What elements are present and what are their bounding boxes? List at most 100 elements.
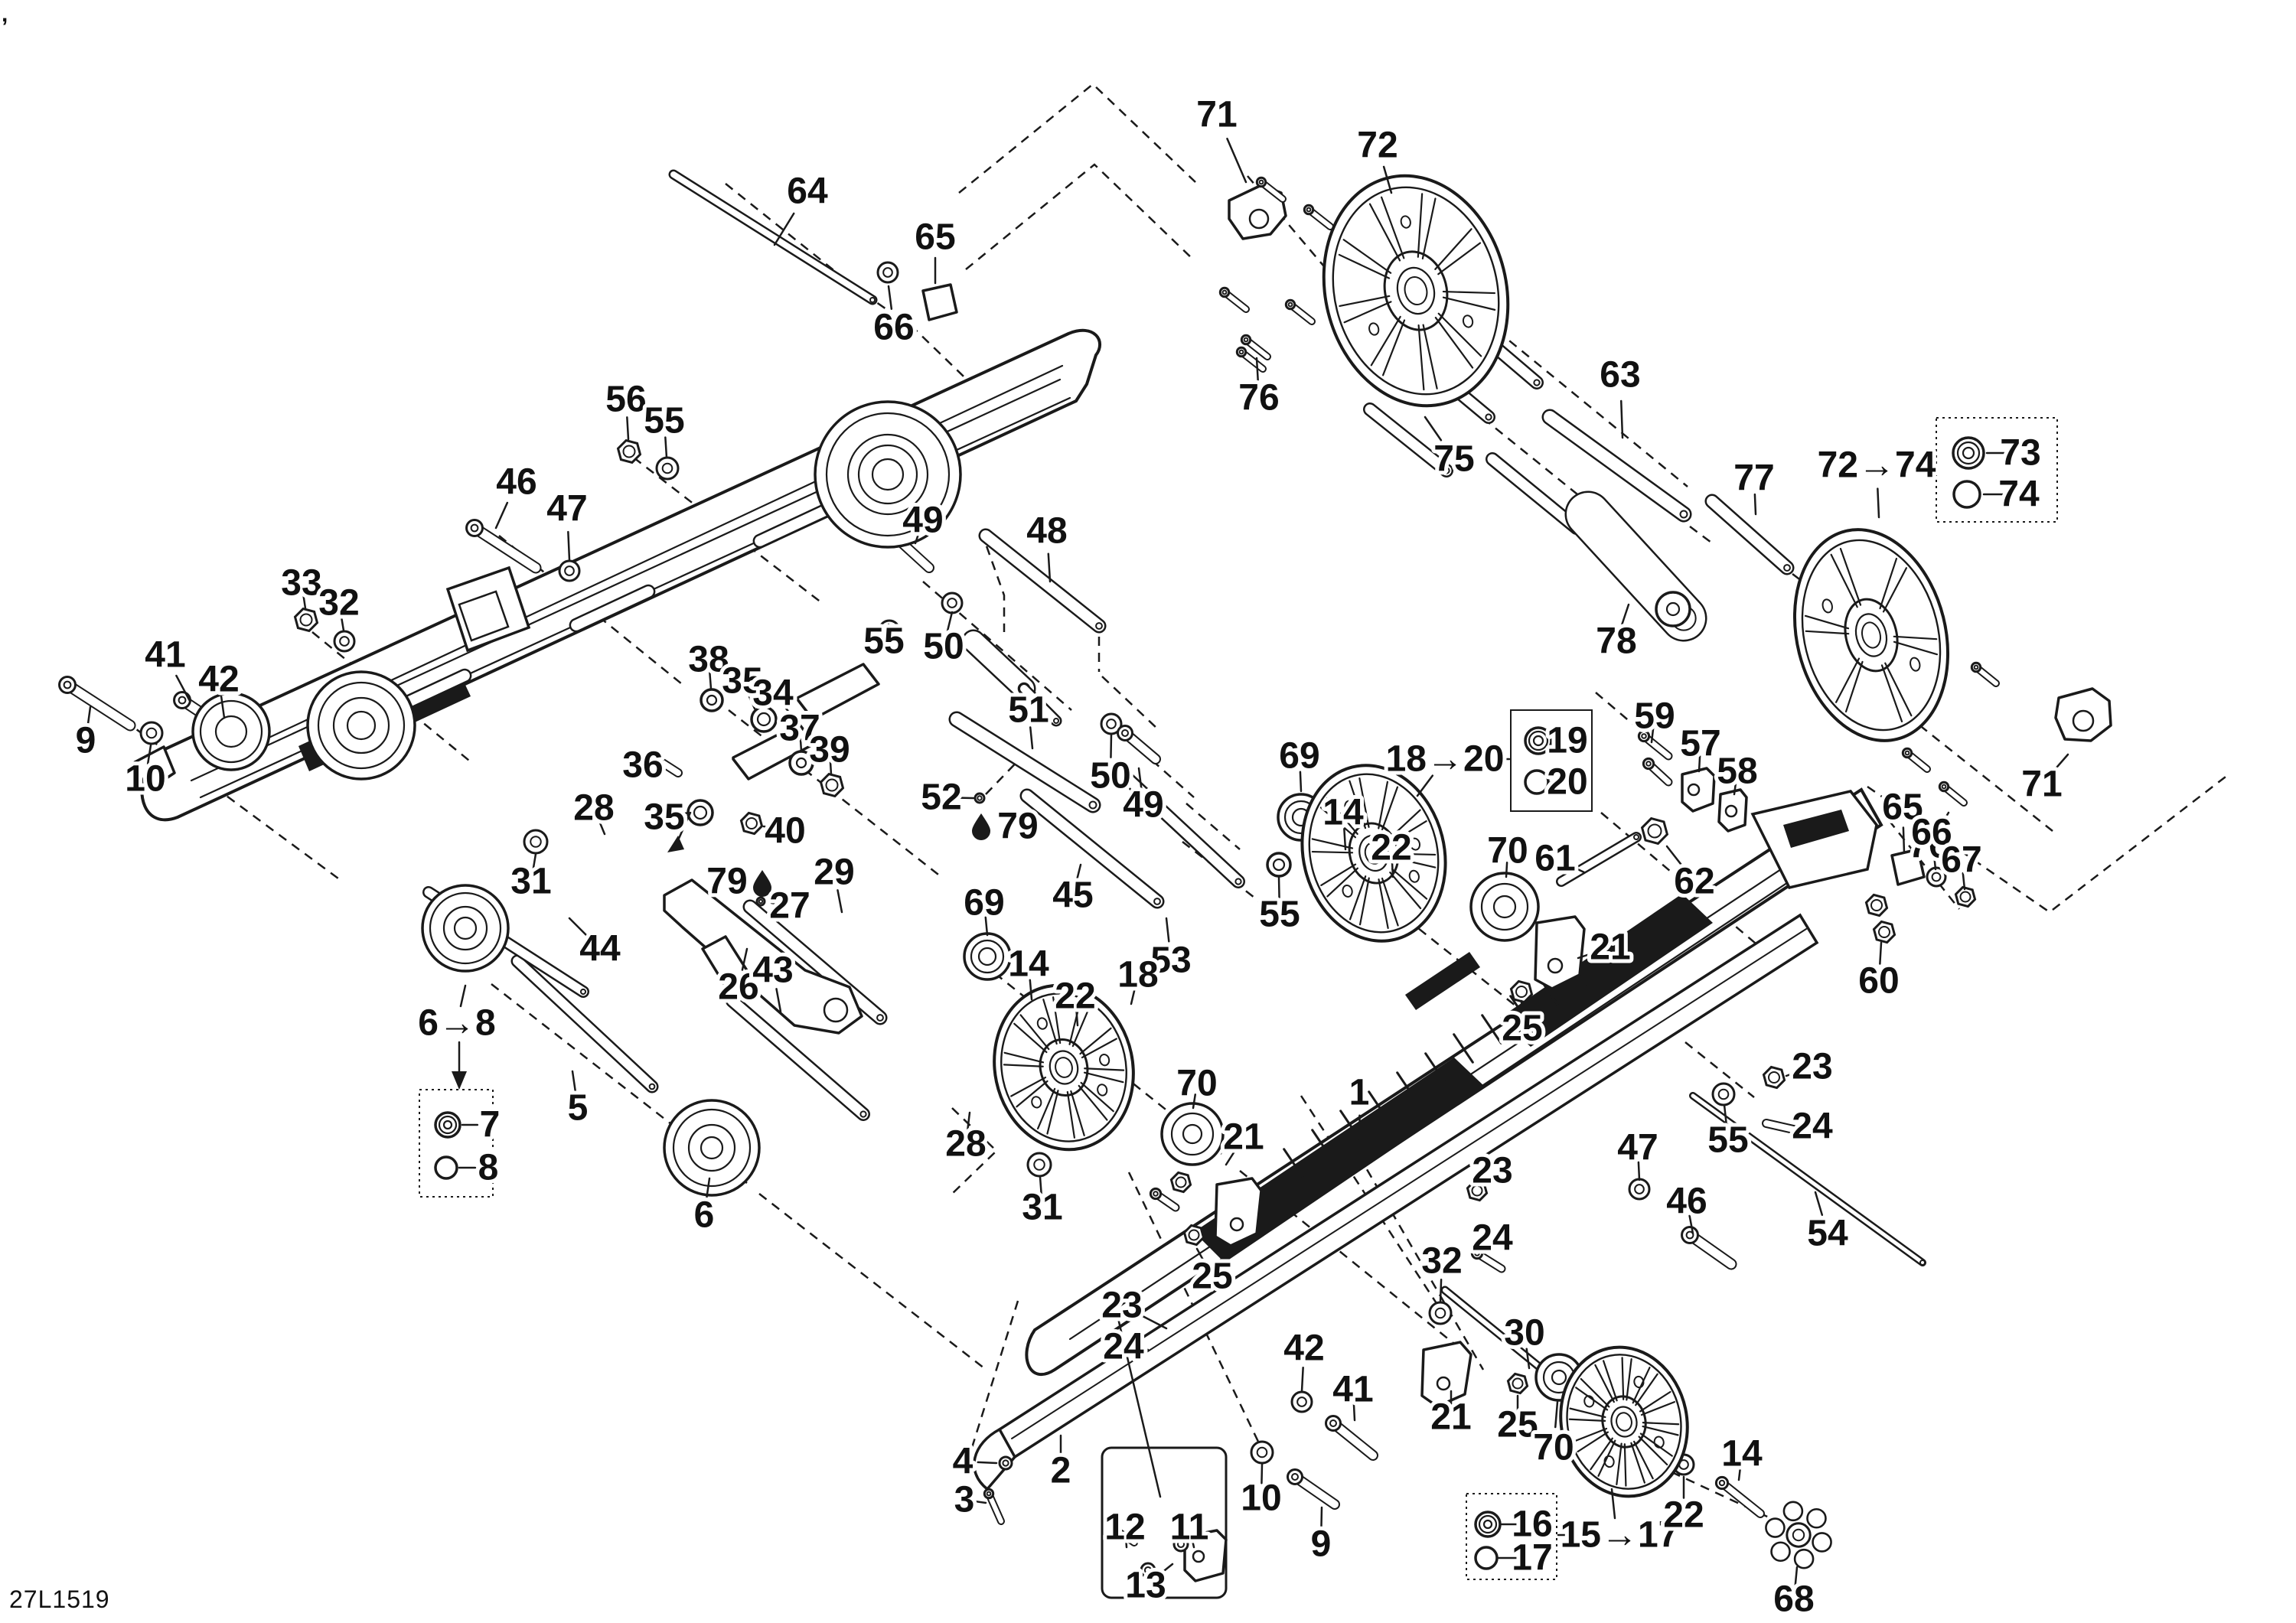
wheel-15-17-rim: [1566, 1354, 1682, 1490]
wheel-18-20-rim: [1348, 822, 1400, 885]
wheel-15-17-rim: [1616, 1412, 1632, 1432]
callout-51: 51: [1008, 690, 1049, 731]
wheel-72-spoke: [1434, 316, 1474, 369]
bolt-head-23: [1970, 661, 1982, 673]
callout-41: 41: [1332, 1370, 1373, 1410]
wheel-72-74-rim: [1861, 621, 1882, 649]
dashed-axis-2: [1496, 330, 1688, 487]
dashed-axis-28: [758, 1193, 985, 1369]
wheel-6-ring-2: [687, 1123, 736, 1172]
wheel-72-74-spoke: [1839, 547, 1862, 606]
bearing-16-ring-1: [1478, 1514, 1498, 1534]
leader-callout-58: [1733, 781, 1737, 796]
wheel-18-spoke: [1078, 1084, 1108, 1121]
rail-ladder-tick-1: [1311, 1129, 1332, 1159]
nut-8: [739, 811, 764, 836]
dashed-axis-30: [1867, 774, 2229, 914]
callout-39: 39: [809, 730, 850, 771]
leader-callout-23: [1140, 1315, 1168, 1330]
callout-76: 76: [1238, 378, 1279, 419]
leader-callout-18: [1130, 986, 1137, 1005]
wheel-72-spoke: [1442, 296, 1496, 311]
leader-callout-38: [709, 671, 713, 690]
wheel-18-hole: [1099, 1053, 1110, 1067]
wheel-72-spoke: [1343, 301, 1392, 324]
bolt-head-socket-6: [1645, 761, 1652, 767]
bolt-head-4: [1117, 725, 1133, 741]
callout-12: 12: [1104, 1507, 1145, 1548]
bolt-head-socket-9: [1474, 1250, 1480, 1256]
callout-10: 10: [125, 759, 165, 800]
leader-callout-10: [1261, 1463, 1264, 1484]
leader-callout-51: [1029, 726, 1034, 750]
callout-69: 69: [1279, 736, 1319, 777]
callout-54: 54: [1807, 1214, 1848, 1254]
wheel-15-17-spoke: [1642, 1425, 1679, 1436]
wheel-72-74-spoke: [1879, 557, 1898, 610]
leader-callout-56: [626, 416, 630, 441]
callout-79: 79: [706, 862, 747, 902]
leader-callout-13: [1156, 1563, 1174, 1577]
tube-body-6: [1707, 496, 1792, 573]
leader-callout-1: [1358, 1114, 1362, 1145]
dashed-axis-18: [1101, 676, 1158, 729]
wheel-15-17-spoke: [1621, 1357, 1625, 1400]
lower-rail-fin-slot: [1783, 810, 1849, 848]
ring-74-ring-0: [1952, 480, 1981, 509]
wheel-6-ring-3: [700, 1136, 724, 1160]
dashed-axis-8: [725, 183, 849, 282]
dashed-axis-24: [1888, 820, 1960, 910]
wheel-15-17-spoke: [1569, 1407, 1606, 1419]
leader-callout-70: [1554, 1400, 1559, 1429]
wheel-72-spoke: [1417, 193, 1424, 258]
washer-55c-ring-1: [1272, 858, 1286, 872]
sensor-11: [1183, 1529, 1228, 1582]
bearing-35b-ring-1: [693, 805, 708, 820]
leader-callout-47: [567, 530, 571, 562]
leader-callout-39: [829, 760, 833, 776]
nut-hole-13: [1959, 891, 1971, 903]
washer-hole-22: [758, 898, 764, 904]
wheel-18-spoke: [1010, 1076, 1047, 1097]
leader-callout-23: [1785, 1070, 1802, 1077]
leader-callout-52: [954, 797, 975, 800]
wheel-18-spoke: [1013, 1022, 1048, 1054]
wheel-15-17-spoke: [1639, 1432, 1673, 1457]
arm-26: [663, 878, 863, 1035]
callout-23: 23: [1792, 1047, 1832, 1087]
leader-callout-28: [967, 1111, 971, 1131]
wheel-18-spoke: [1019, 1014, 1050, 1051]
bearing-19-ring-2: [1532, 735, 1544, 747]
leader-callout-14: [1343, 828, 1347, 851]
leader-callout-71: [1226, 137, 1247, 184]
washer-13: [1428, 1301, 1453, 1325]
callout-18-to-20: 18→20: [1386, 739, 1505, 780]
bearing-73-ring-1: [1956, 441, 1981, 465]
rail-wheel-rear-ring-1: [199, 699, 263, 764]
rail-wheel-large-ring-1: [825, 412, 951, 537]
wheel-18-spoke: [1052, 996, 1062, 1045]
callout-16: 16: [1512, 1504, 1552, 1545]
lower-rail-insert-2: [1500, 894, 1713, 1047]
nut-10: [1640, 816, 1669, 846]
bolt-head-socket-16: [1306, 207, 1312, 213]
washer-4: [333, 630, 356, 653]
bolt-head-19: [1235, 346, 1247, 358]
rail-ladder-tick-5: [1424, 1052, 1446, 1083]
bolt-head-socket-13: [1291, 1473, 1299, 1481]
tube-bore-15: [1633, 834, 1639, 840]
spider-68-lobe-3: [1765, 1517, 1786, 1538]
nut-11: [1864, 893, 1889, 917]
rail-wheel-mid-ring-0: [306, 670, 416, 781]
leader-callout-55: [664, 436, 668, 459]
wheel-72-spoke: [1437, 242, 1482, 275]
wheel-6-ring-1: [672, 1108, 752, 1188]
wheel-15-17-spoke: [1640, 1400, 1675, 1416]
lower-rail-insert-1: [1194, 1058, 1485, 1263]
dashed-axis-37: [1186, 803, 1241, 850]
callout-10: 10: [1241, 1478, 1281, 1519]
washer-55c-ring-0: [1266, 852, 1292, 878]
wheel-15-17-spoke: [1580, 1377, 1610, 1408]
nut-6: [1182, 1224, 1205, 1247]
